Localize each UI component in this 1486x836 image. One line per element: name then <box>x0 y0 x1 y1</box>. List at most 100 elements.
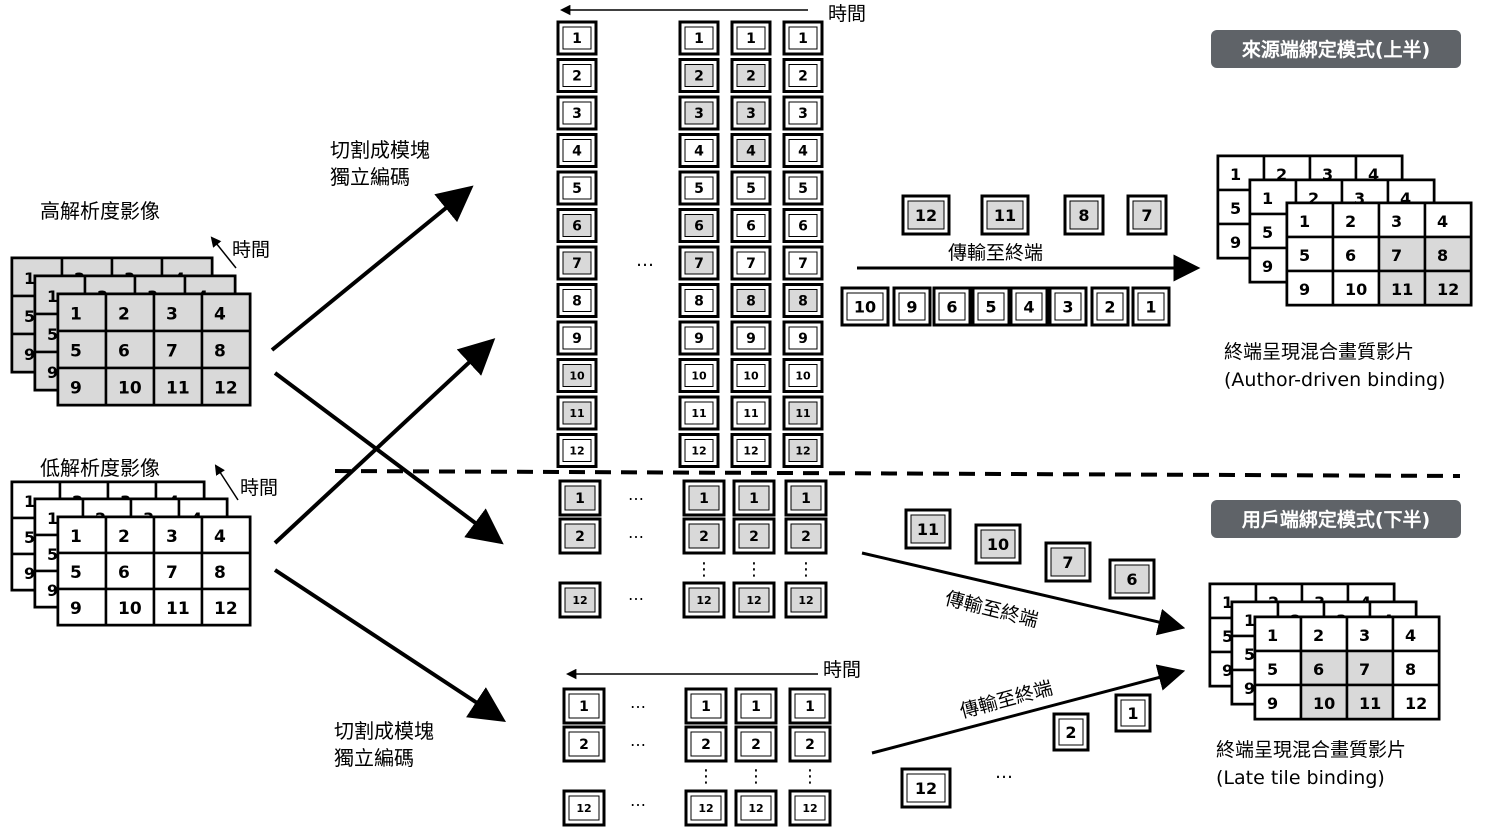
result-bottom-front-cell-label-4: 4 <box>1405 626 1416 645</box>
mid-col-3-tile-12-number: 12 <box>798 594 813 607</box>
stream-top-lower-1-number: 1 <box>1145 297 1156 316</box>
arrow-lo-to-bottom-tiles <box>273 568 507 722</box>
lo-res-frame-front-cell-1 <box>56 515 108 555</box>
result-bottom-front-cell-8 <box>1391 649 1441 687</box>
top-col-b-tile-9-inner <box>684 326 714 350</box>
bot-ellipsis-1: … <box>630 731 646 750</box>
transmit-label-middle: 傳輸至終端 <box>943 588 1041 632</box>
lo-res-frame-front-cell-3 <box>152 515 204 555</box>
mid-col-0-tile-1-inner <box>564 485 596 511</box>
lo-res-frame-mid-cell-label-1: 1 <box>47 509 58 528</box>
result-top-front-cell-10 <box>1331 269 1381 307</box>
top-col-c-tile-1-number: 1 <box>746 31 756 47</box>
top-col-b-tile-3-number: 3 <box>694 106 704 122</box>
top-col-c-tile-11-number: 11 <box>743 407 758 420</box>
hi-res-frame-front-cell-1 <box>56 292 108 333</box>
bot-col-1-tile-12-inner <box>690 795 722 821</box>
mid-col-1-tile-12-inner <box>688 587 720 613</box>
result-bottom-mid-cell-label-9: 9 <box>1244 679 1255 698</box>
top-col-c-tile-6-number: 6 <box>746 219 756 235</box>
lo-res-frame-front-cell-label-3: 3 <box>166 527 178 547</box>
top-col-d-tile-12-inner <box>788 439 818 462</box>
result-top-front-cell-label-4: 4 <box>1437 212 1448 231</box>
result-bottom-front-cell-10 <box>1299 683 1349 721</box>
stream-top-lower-2-inner <box>1096 292 1124 321</box>
stream-mid-7-inner <box>1050 547 1086 577</box>
result-bottom-front-cell-4 <box>1391 615 1441 653</box>
hi-res-frame-front-cell-3 <box>152 292 204 333</box>
result-bottom-front-cell-9 <box>1253 683 1303 721</box>
stream-top-upper-7-inner <box>1132 200 1162 230</box>
bot-col-2-tile-12-inner <box>740 795 772 821</box>
stream-bottom-12-number: 12 <box>915 779 937 798</box>
stream-top-upper-7-number: 7 <box>1141 206 1152 225</box>
stream-top-lower-9-number: 9 <box>906 297 917 316</box>
mid-col-3-tile-12-inner <box>790 587 822 613</box>
lo-res-frame-back-cell-label-5: 5 <box>24 528 35 547</box>
hi-res-frame-front-cell-6 <box>104 329 156 370</box>
stream-top-upper-11-inner <box>986 200 1024 230</box>
mid-col-3-tile-1-number: 1 <box>801 491 811 507</box>
top-col-a-tile-7-inner <box>562 251 592 275</box>
top-col-c-tile-5-inner <box>736 176 766 200</box>
top-col-b-tile-2-inner <box>684 64 714 87</box>
top-col-a-tile-9-inner <box>562 326 592 350</box>
top-col-d-tile-8-inner <box>788 289 818 312</box>
top-col-c-tile-10-inner <box>736 364 766 387</box>
result-bottom-front-cell-label-6: 6 <box>1313 660 1324 679</box>
top-col-c-tile-11-inner <box>736 401 766 425</box>
lo-res-frame-front-cell-4 <box>200 515 252 555</box>
top-col-a-tile-4-inner <box>562 139 592 162</box>
result-bottom-mid-cell-label-1: 1 <box>1244 611 1255 630</box>
top-col-b-tile-8-number: 8 <box>694 294 704 310</box>
top-col-a-tile-6-number: 6 <box>572 219 582 235</box>
hi-res-frame-front-cell-label-4: 4 <box>214 305 226 325</box>
lo-res-frame-front-cell-label-1: 1 <box>70 527 82 547</box>
bot-col-1-tile-1-inner <box>690 693 722 719</box>
result-bottom-front-cell-label-3: 3 <box>1359 626 1370 645</box>
lo-res-frame-front-cell-label-9: 9 <box>70 599 82 619</box>
lo-res-frame-front-cell-label-11: 11 <box>166 599 190 619</box>
top-col-d-tile-3-number: 3 <box>798 106 808 122</box>
result-bottom-front-cell-label-12: 12 <box>1405 694 1427 713</box>
result-bottom-back-cell-label-1: 1 <box>1222 593 1233 612</box>
bottom-mode-badge-text: 用戶端綁定模式(下半) <box>1242 508 1430 531</box>
top-col-b-tile-7-inner <box>684 251 714 275</box>
result-bottom-front-cell-label-2: 2 <box>1313 626 1324 645</box>
top-col-c-tile-2-inner <box>736 64 766 87</box>
hi-res-frame-front-cell-label-6: 6 <box>118 342 130 362</box>
mid-col-0-tile-1-number: 1 <box>575 491 585 507</box>
top-col-c-tile-12-number: 12 <box>743 444 758 457</box>
top-col-c-tile-6-inner <box>736 214 766 237</box>
top-col-d-tile-11-number: 11 <box>795 407 810 420</box>
lo-res-frame-front-cell-label-12: 12 <box>214 599 238 619</box>
bot-col-2-tile-1-inner <box>740 693 772 719</box>
mid-ellipsis-0: … <box>628 485 644 504</box>
stream-mid-11-number: 11 <box>917 520 939 539</box>
top-mode-badge: 來源端綁定模式(上半) <box>1211 30 1461 68</box>
mid-col-1-tile-1-number: 1 <box>699 491 709 507</box>
split-label-bottom-line1: 切割成模塊 <box>334 719 434 743</box>
stream-top-lower-10-inner <box>846 292 884 321</box>
lo-res-frame-back-cell-label-1: 1 <box>24 492 35 511</box>
top-col-d-tile-1-inner <box>788 26 818 50</box>
top-col-b-tile-6-number: 6 <box>694 219 704 235</box>
top-col-a-tile-10-number: 10 <box>569 369 585 382</box>
result-top-front-cell-label-1: 1 <box>1299 212 1310 231</box>
result-top-back-cell-label-3: 3 <box>1322 165 1333 184</box>
top-col-b-tile-5-inner <box>684 176 714 200</box>
mid-col-1-tile-2-number: 2 <box>699 529 709 545</box>
mid-col-3-vdots: ⋮ <box>797 559 815 580</box>
top-col-d-tile-8-number: 8 <box>798 294 808 310</box>
result-bottom-front-cell-label-10: 10 <box>1313 694 1335 713</box>
result-top-front-cell-label-7: 7 <box>1391 246 1402 265</box>
bot-col-1-tile-1-number: 1 <box>701 699 711 715</box>
stream-mid-6-number: 6 <box>1126 570 1137 589</box>
result-top-front-cell-12 <box>1423 269 1473 307</box>
top-col-d-tile-4-number: 4 <box>798 144 808 160</box>
stream-top-upper-12-inner <box>907 200 945 230</box>
result-bottom-front-cell-12 <box>1391 683 1441 721</box>
result-bottom-front-cell-label-7: 7 <box>1359 660 1370 679</box>
